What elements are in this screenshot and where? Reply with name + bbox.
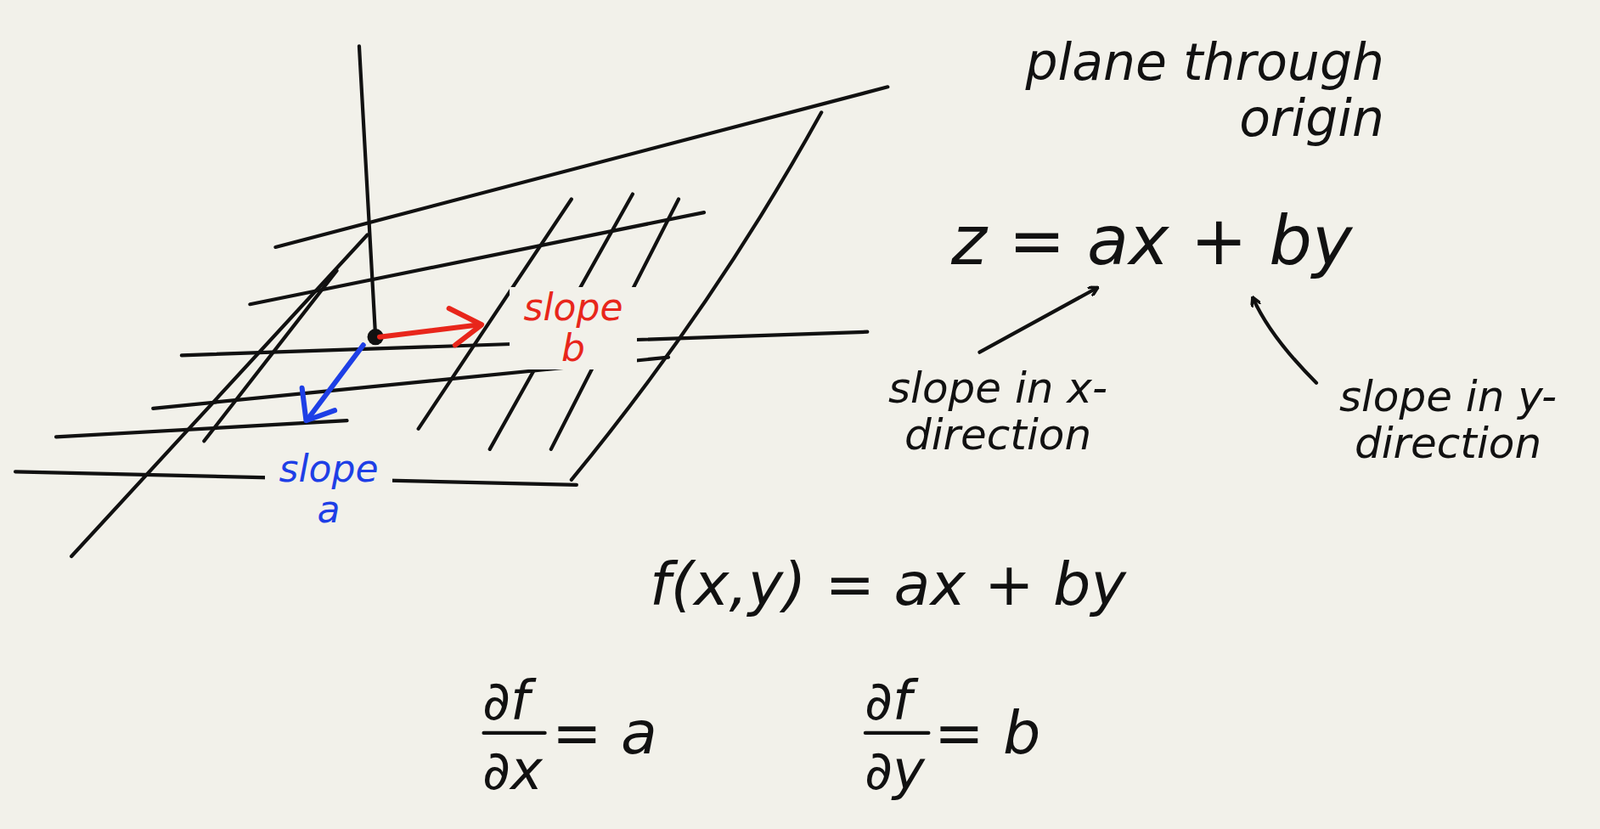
annotation: slope in x-direction xyxy=(857,365,1139,459)
fraction-denominator: ∂y xyxy=(864,740,925,800)
derivative-value: = a xyxy=(552,700,658,767)
slope-label: slope b xyxy=(509,287,637,370)
title-note: plane through origin xyxy=(942,33,1385,147)
slope-label: slope a xyxy=(264,448,393,531)
annotation: slope in y-direction xyxy=(1307,373,1589,468)
fraction-numerator: ∂f xyxy=(864,670,913,731)
equation: z = ax + by xyxy=(951,203,1393,279)
fraction-denominator: ∂x xyxy=(482,740,543,800)
derivative-value: = b xyxy=(934,700,1041,767)
function-def: f(x,y) = ax + by xyxy=(649,552,1296,618)
fraction-numerator: ∂f xyxy=(482,670,530,731)
